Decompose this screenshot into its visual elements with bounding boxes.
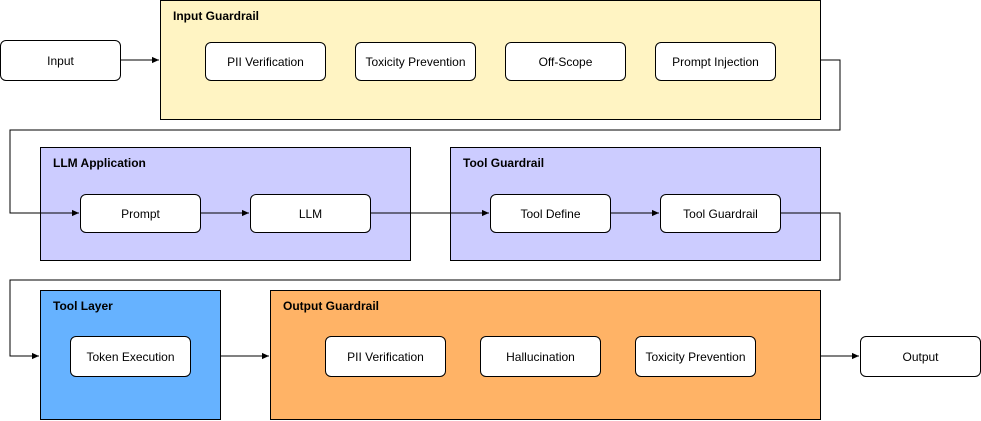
prompt-node: Prompt: [80, 194, 201, 233]
output-toxicity-prevention-node: Toxicity Prevention: [635, 336, 756, 377]
input-guardrail-title: Input Guardrail: [173, 9, 260, 23]
output-pii-verification-node: PII Verification: [325, 336, 446, 377]
hallucination-node: Hallucination: [480, 336, 601, 377]
tool-define-node: Tool Define: [490, 194, 611, 233]
output-node: Output: [860, 336, 981, 377]
input-pii-verification-node: PII Verification: [205, 42, 326, 81]
tool-guardrail-node: Tool Guardrail: [660, 194, 781, 233]
tool-guardrail-title: Tool Guardrail: [463, 156, 545, 170]
prompt-injection-node: Prompt Injection: [655, 42, 776, 81]
input-node: Input: [0, 40, 121, 81]
off-scope-node: Off-Scope: [505, 42, 626, 81]
token-execution-node: Token Execution: [70, 336, 191, 377]
output-guardrail-title: Output Guardrail: [283, 299, 379, 313]
llm-application-title: LLM Application: [53, 156, 146, 170]
tool-layer-title: Tool Layer: [53, 299, 113, 313]
llm-node: LLM: [250, 194, 371, 233]
input-toxicity-prevention-node: Toxicity Prevention: [355, 42, 476, 81]
